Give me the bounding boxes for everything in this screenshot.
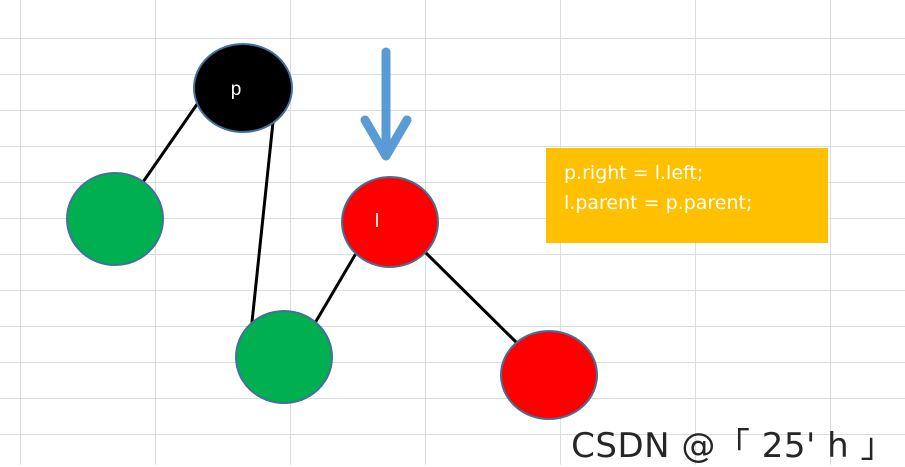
node-l-right	[500, 330, 598, 420]
arrow-head	[360, 115, 412, 161]
node-p-left	[66, 172, 164, 266]
node-l-left	[235, 310, 333, 404]
code-line-1: p.right = l.left;	[564, 162, 704, 184]
code-line-2: l.parent = p.parent;	[564, 192, 753, 214]
node-p-label: p	[231, 79, 242, 100]
node-l-label: l	[375, 211, 379, 232]
code-note: p.right = l.left; l.parent = p.parent;	[546, 148, 828, 243]
edge-l-lleft	[313, 253, 357, 325]
watermark: CSDN @「 25' h 」	[571, 426, 895, 466]
edges	[141, 98, 520, 346]
edge-p-lleft	[250, 101, 277, 324]
edge-p-left	[141, 98, 202, 184]
node-l	[341, 176, 439, 268]
down-arrow	[360, 47, 412, 161]
node-p	[193, 43, 293, 133]
edge-l-lright	[423, 250, 520, 346]
nodes	[66, 43, 598, 420]
